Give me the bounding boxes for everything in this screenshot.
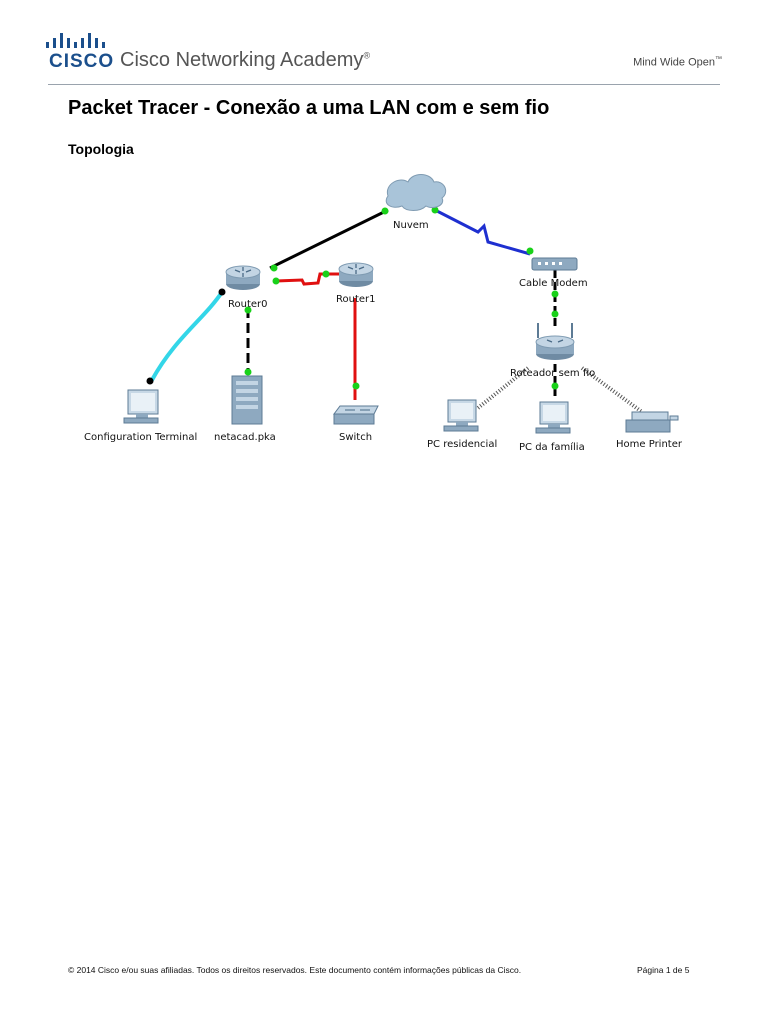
server-icon xyxy=(231,375,263,425)
label-switch: Switch xyxy=(339,432,372,443)
link-router0-cloud xyxy=(269,208,389,270)
label-modem: Cable Modem xyxy=(519,278,588,289)
label-wireless-router: Roteador sem fio xyxy=(510,368,595,379)
label-router1: Router1 xyxy=(336,294,376,305)
port-indicator-console-router xyxy=(218,288,226,296)
label-server: netacad.pka xyxy=(214,432,276,443)
section-heading: Topologia xyxy=(68,141,134,157)
label-cloud: Nuvem xyxy=(393,220,429,231)
label-pc-family: PC da família xyxy=(519,441,585,453)
academy-name: Cisco Networking Academy® xyxy=(120,49,371,71)
cisco-wordmark: CISCO xyxy=(49,51,115,72)
link-cloud-modem xyxy=(434,208,531,256)
label-printer: Home Printer xyxy=(616,439,683,450)
cisco-logo-bars-icon xyxy=(46,33,105,48)
links xyxy=(150,208,644,414)
router-icon xyxy=(338,262,374,287)
header-divider xyxy=(48,84,720,85)
pc-residential-icon xyxy=(443,399,479,432)
label-router0: Router0 xyxy=(228,299,268,310)
modem-icon xyxy=(531,257,578,271)
footer-copyright: © 2014 Cisco e/ou suas afiliadas. Todos … xyxy=(68,965,522,975)
tagline: Mind Wide Open™ xyxy=(633,56,722,69)
topology-diagram: Nuvem Router0 Router1 Cable Modem Rotead… xyxy=(84,174,683,453)
footer-page-number: Página 1 de 5 xyxy=(637,965,690,975)
router-icon xyxy=(225,265,261,290)
pc-terminal-icon xyxy=(123,389,159,424)
cloud-icon xyxy=(385,174,447,211)
link-router0-router1 xyxy=(275,272,340,286)
label-pc-residential: PC residencial xyxy=(427,439,497,450)
port-indicators xyxy=(244,206,559,390)
pc-family-icon xyxy=(535,401,571,434)
wireless-link-printer xyxy=(580,366,644,414)
document-title: Packet Tracer - Conexão a uma LAN com e … xyxy=(68,97,550,119)
page-header: CISCO Cisco Networking Academy® Mind Wid… xyxy=(0,0,768,90)
link-terminal-router0 xyxy=(150,290,224,381)
wireless-router-icon xyxy=(535,323,575,360)
printer-icon xyxy=(625,411,679,433)
switch-icon xyxy=(333,405,379,425)
label-config-terminal: Configuration Terminal xyxy=(84,432,197,443)
port-indicator-console-terminal xyxy=(146,377,154,385)
